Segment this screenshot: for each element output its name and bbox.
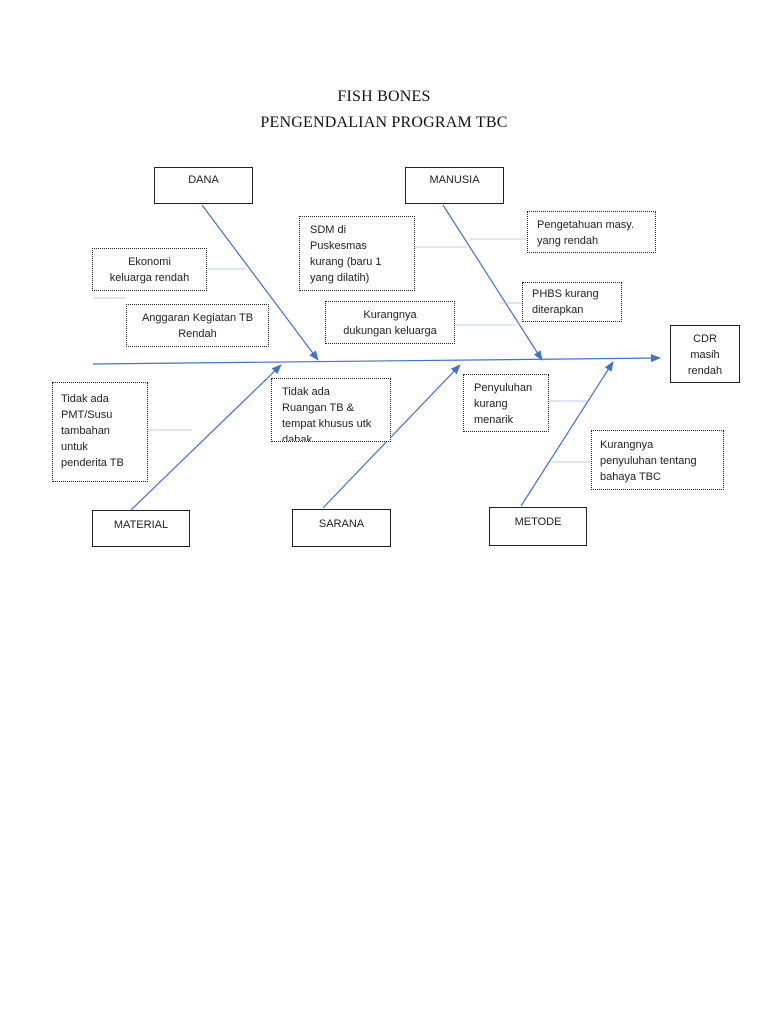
category-dana: DANA	[154, 167, 253, 204]
cause-ruangan: Tidak ada Ruangan TB & tempat khusus utk…	[271, 378, 391, 442]
cause-penyuluhan-kurang: Penyuluhan kurang menarik	[463, 374, 549, 432]
bone-material	[130, 364, 282, 511]
cause-anggaran: Anggaran Kegiatan TB Rendah	[126, 304, 269, 347]
cause-ekonomi: Ekonomi keluarga rendah	[92, 248, 207, 291]
effect-box: CDR masih rendah	[670, 325, 740, 383]
bone-metode	[520, 361, 614, 507]
cause-kurangnya-penyuluhan: Kurangnya penyuluhan tentang bahaya TBC	[591, 430, 724, 490]
category-sarana: SARANA	[292, 509, 391, 547]
cause-pengetahuan: Pengetahuan masy. yang rendah	[527, 211, 656, 253]
category-manusia: MANUSIA	[405, 167, 504, 204]
diagram-title: FISH BONES	[337, 88, 431, 105]
spine-arrow	[92, 354, 661, 365]
diagram-subtitle: PENGENDALIAN PROGRAM TBC	[260, 114, 508, 131]
bone-manusia	[442, 204, 543, 361]
bone-dana	[201, 204, 319, 361]
cause-phbs: PHBS kurang diterapkan	[522, 282, 622, 322]
cause-pmt: Tidak ada PMT/Susu tambahan untuk pender…	[52, 382, 148, 482]
category-metode: METODE	[489, 507, 587, 546]
category-material: MATERIAL	[92, 510, 190, 547]
bone-sarana	[322, 364, 461, 509]
cause-sdm: SDM di Puskesmas kurang (baru 1 yang dil…	[299, 216, 415, 291]
cause-kurangnya-dukungan: Kurangnya dukungan keluarga	[325, 301, 455, 344]
